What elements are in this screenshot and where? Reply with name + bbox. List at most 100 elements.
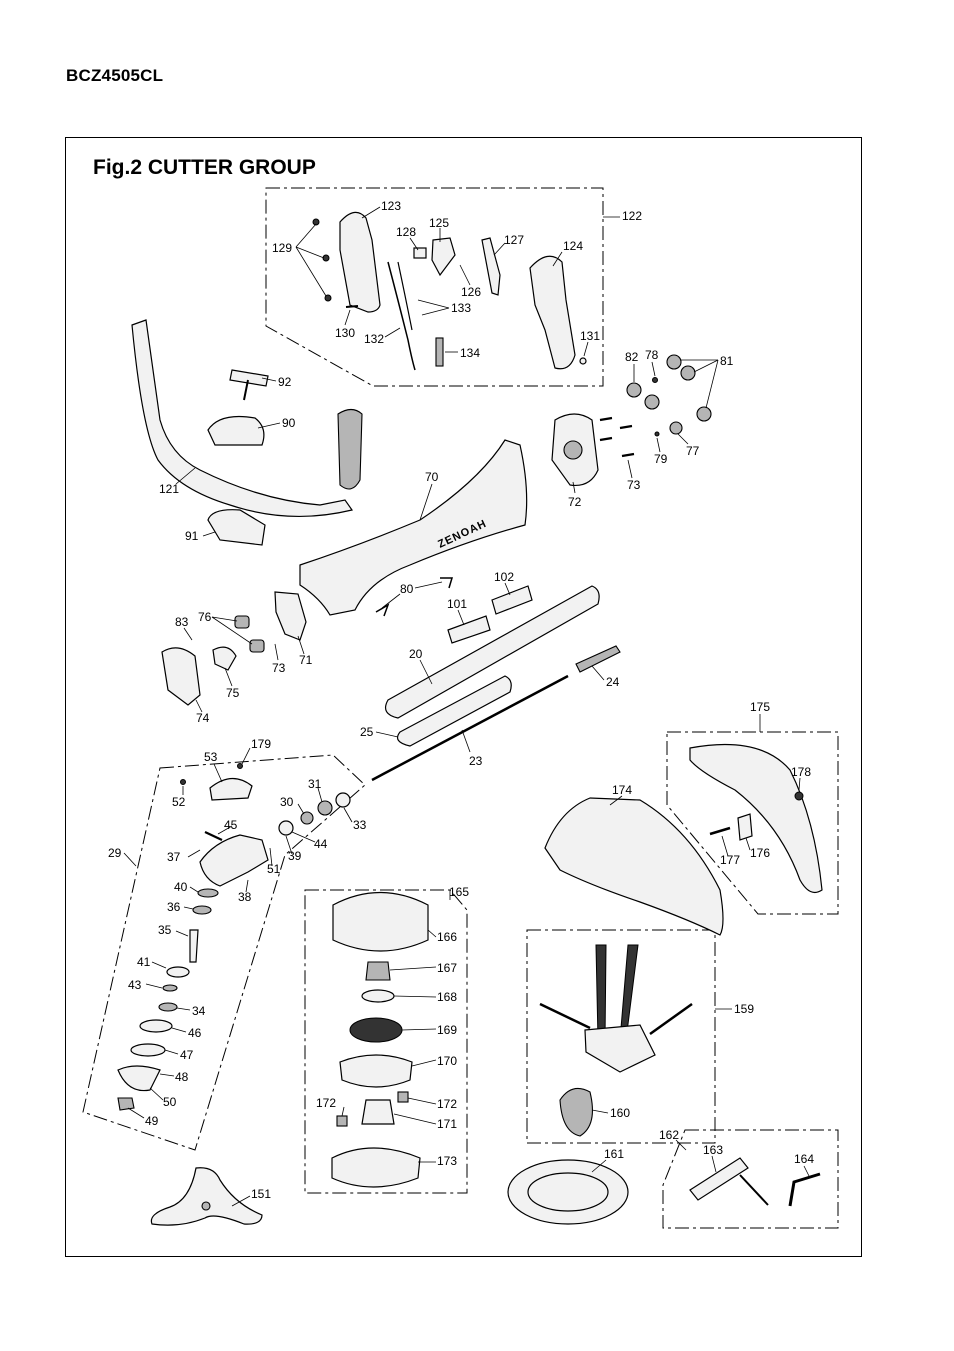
part-173-housing [331, 1147, 421, 1188]
callout-131: 131 [580, 329, 600, 343]
leader-167 [389, 966, 437, 971]
callout-166: 166 [437, 930, 457, 944]
part-159-belt-b [649, 1002, 693, 1036]
callout-101: 101 [447, 597, 467, 611]
callout-72: 72 [568, 495, 582, 509]
callout-24: 24 [606, 675, 620, 689]
outline-122 [265, 187, 604, 387]
leader-76b [211, 616, 253, 645]
leader-83 [183, 627, 193, 641]
leader-126 [459, 264, 471, 286]
part-151-blade [150, 1167, 263, 1226]
part-131 [579, 357, 587, 365]
part-175-extension [689, 743, 823, 893]
part-172-eyelet-a [336, 1115, 348, 1127]
part-134-spring [435, 337, 444, 367]
part-45-bolt [204, 831, 223, 841]
callout-53: 53 [204, 750, 218, 764]
part-124-grip [529, 255, 576, 370]
callout-36: 36 [167, 900, 181, 914]
part-gearcase [199, 834, 269, 887]
callout-172a: 172 [316, 1096, 336, 1110]
leader-101 [457, 609, 465, 626]
callout-20: 20 [409, 647, 423, 661]
callout-48: 48 [175, 1070, 189, 1084]
callout-170: 170 [437, 1054, 457, 1068]
part-82-spring [626, 382, 642, 398]
part-125-trigger [431, 237, 456, 277]
part-81-spring-a [666, 354, 682, 370]
leader-172a [341, 1106, 345, 1117]
leader-166 [427, 929, 437, 938]
leader-72 [572, 481, 576, 494]
callout-169: 169 [437, 1023, 457, 1037]
leader-80b [414, 581, 443, 589]
callout-73a: 73 [627, 478, 641, 492]
leader-81b [693, 359, 719, 373]
callout-81: 81 [720, 354, 734, 368]
leader-132 [384, 327, 401, 338]
callout-47: 47 [180, 1048, 194, 1062]
leader-124 [552, 251, 563, 267]
callout-33: 33 [353, 818, 367, 832]
callout-167: 167 [437, 961, 457, 975]
callout-71: 71 [299, 653, 313, 667]
callout-179: 179 [251, 737, 271, 751]
callout-41: 41 [137, 955, 151, 969]
part-73-screw-b [599, 436, 613, 442]
part-102-sleeve [491, 585, 533, 615]
leader-129b [295, 246, 325, 259]
outline-159 [526, 929, 716, 1144]
leader-121 [175, 467, 196, 485]
leader-36 [183, 906, 194, 910]
part-92-knob [229, 369, 269, 387]
outline-175 [666, 731, 839, 915]
callout-174: 174 [612, 783, 632, 797]
callout-23: 23 [469, 754, 483, 768]
part-24-liner [575, 645, 621, 673]
leader-50 [149, 1087, 164, 1101]
leader-162 [675, 1139, 687, 1151]
figure-title: Fig.2 CUTTER GROUP [93, 156, 316, 179]
part-73-screw-d [621, 452, 635, 458]
part-178-nut [794, 791, 804, 801]
leader-127 [493, 242, 506, 256]
callout-173: 173 [437, 1154, 457, 1168]
callout-45: 45 [224, 818, 238, 832]
leader-47 [164, 1049, 179, 1055]
part-52-screw [180, 779, 186, 785]
callout-50: 50 [163, 1095, 177, 1109]
leader-79 [656, 437, 661, 453]
part-40-washer [197, 888, 219, 898]
part-53-clamp [209, 777, 253, 801]
part-46-holder [139, 1019, 173, 1033]
callout-31: 31 [308, 777, 322, 791]
leader-71 [297, 635, 305, 655]
leader-40 [189, 886, 199, 893]
callout-175: 175 [750, 700, 770, 714]
leader-133a [417, 299, 450, 309]
callout-163: 163 [703, 1143, 723, 1157]
callout-125: 125 [429, 216, 449, 230]
part-168-spring [361, 989, 395, 1003]
callout-172b: 172 [437, 1097, 457, 1111]
callout-25: 25 [360, 725, 374, 739]
leader-44 [291, 831, 316, 843]
part-80-clip-b [440, 577, 454, 589]
part-171-hub [361, 1099, 395, 1125]
part-25-tube [397, 675, 512, 747]
model-number: BCZ4505CL [66, 66, 164, 85]
callout-34: 34 [192, 1004, 206, 1018]
leader-90 [257, 422, 281, 429]
part-91-clamp [207, 509, 266, 546]
leader-76a [211, 616, 238, 622]
callout-171: 171 [437, 1117, 457, 1131]
leader-24 [591, 665, 605, 681]
part-130-screw [345, 305, 359, 308]
callout-134: 134 [460, 346, 480, 360]
callout-102: 102 [494, 570, 514, 584]
part-123-handle-half [339, 211, 381, 313]
callout-124: 124 [563, 239, 583, 253]
leader-70 [419, 483, 433, 521]
